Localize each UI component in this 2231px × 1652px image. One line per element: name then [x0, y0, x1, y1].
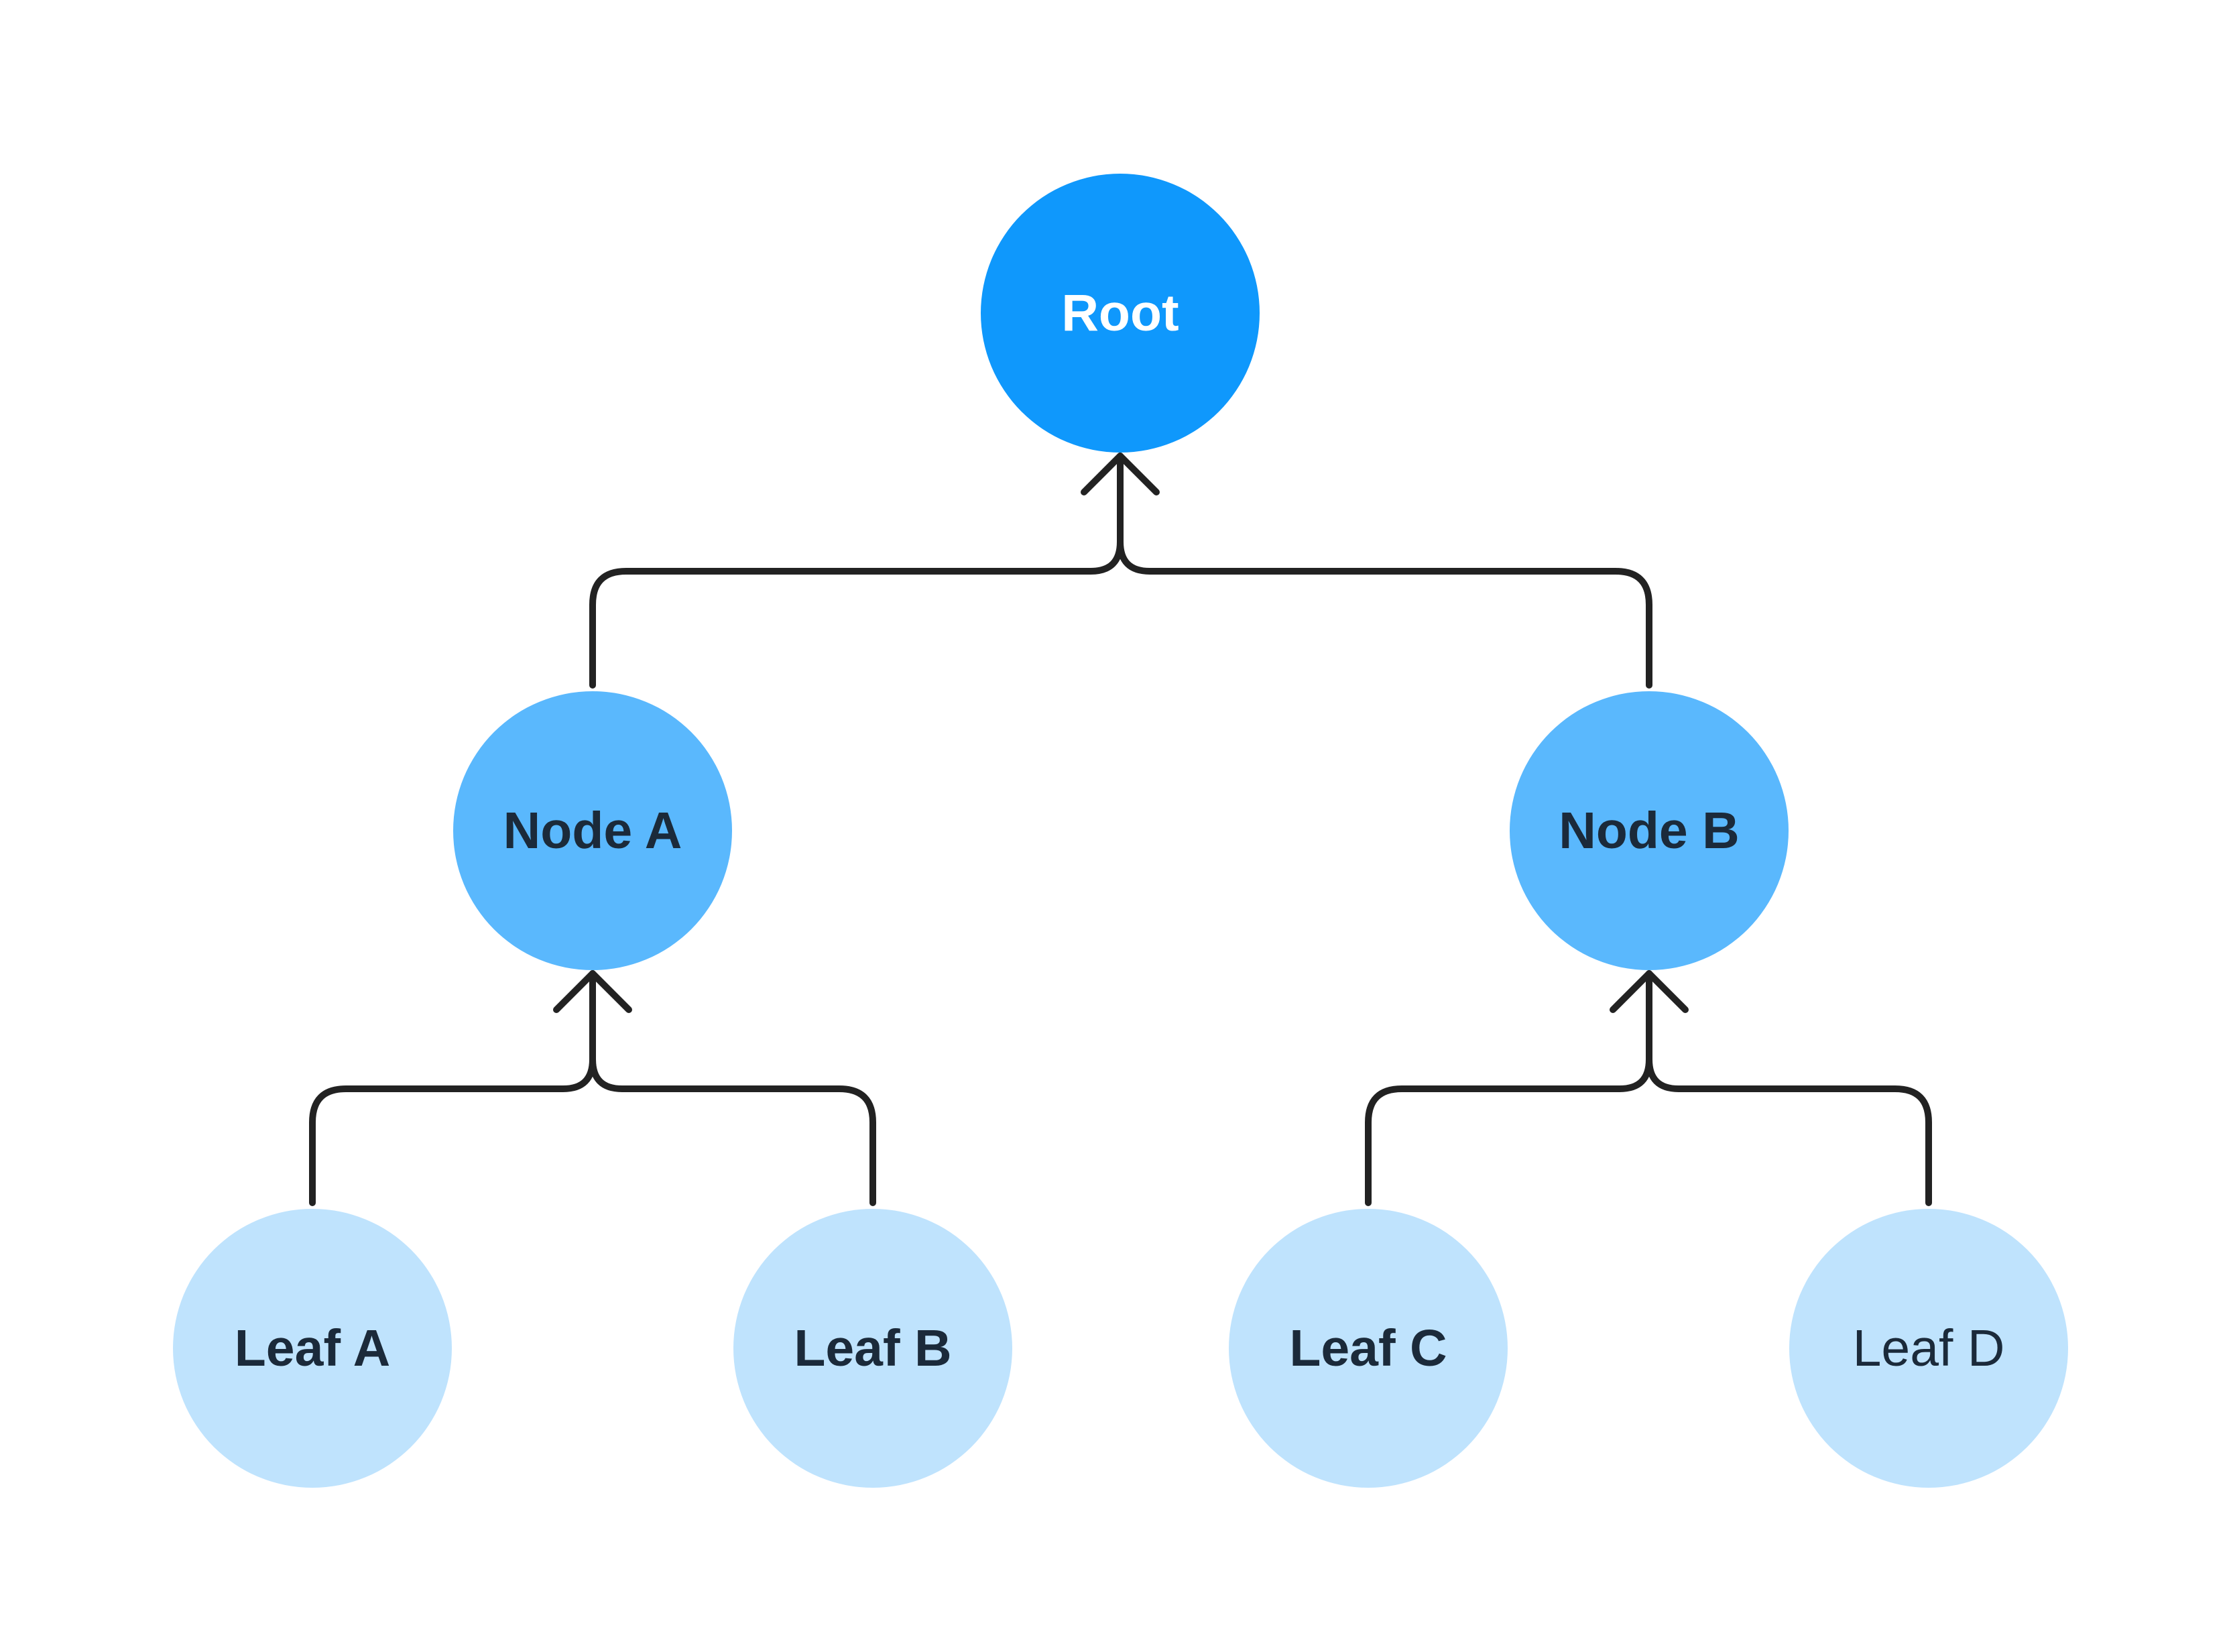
leaf-b: Leaf B	[733, 1209, 1012, 1488]
leaf-b-label: Leaf B	[794, 1319, 951, 1377]
arrowhead-root	[1081, 453, 1160, 495]
leaf-a-circle	[173, 1209, 452, 1488]
node-b: Node B	[1510, 691, 1789, 970]
leaf-d-label: Leaf D	[1853, 1319, 2005, 1377]
node-root-circle	[981, 174, 1260, 453]
connectors	[309, 453, 1932, 1206]
arrowhead-node-a	[553, 970, 632, 1013]
node-b-label: Node B	[1559, 802, 1740, 860]
connector-node-b-to-root	[1117, 453, 1652, 689]
node-a: Node A	[453, 691, 732, 970]
node-root-label: Root	[1061, 284, 1179, 342]
leaf-c-label: Leaf C	[1289, 1319, 1447, 1377]
node-b-circle	[1510, 691, 1789, 970]
node-a-label: Node A	[503, 802, 682, 860]
connector-leaf-c-to-node-b	[1365, 970, 1652, 1206]
node-root: Root	[981, 174, 1260, 453]
connector-leaf-d-to-node-b	[1646, 970, 1932, 1206]
connector-leaf-b-to-node-a	[589, 970, 876, 1206]
leaf-c-circle	[1229, 1209, 1508, 1488]
leaf-a: Leaf A	[173, 1209, 452, 1488]
node-a-circle	[453, 691, 732, 970]
connector-node-a-to-root	[589, 453, 1124, 689]
leaf-d-circle	[1789, 1209, 2068, 1488]
leaf-a-label: Leaf A	[235, 1319, 390, 1377]
leaf-c: Leaf C	[1229, 1209, 1508, 1488]
leaf-b-circle	[733, 1209, 1012, 1488]
leaf-d: Leaf D	[1789, 1209, 2068, 1488]
arrowhead-node-b	[1610, 970, 1689, 1013]
connector-leaf-a-to-node-a	[309, 970, 596, 1206]
